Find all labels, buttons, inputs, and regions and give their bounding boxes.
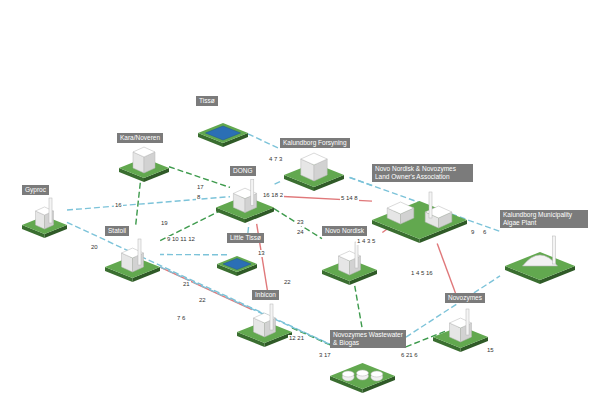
callout-number: 7 6 bbox=[176, 315, 186, 322]
flow-line bbox=[274, 209, 322, 239]
site-label: Little Tissø bbox=[227, 233, 264, 243]
site-island bbox=[330, 350, 395, 394]
flow-line bbox=[67, 222, 330, 344]
flow-line bbox=[274, 182, 280, 185]
flow-line bbox=[355, 286, 363, 330]
site-node: Inbicon bbox=[252, 290, 292, 348]
callout-number: 13 bbox=[257, 250, 266, 257]
site-label: Novozymes bbox=[445, 293, 485, 303]
site-node: Gyproc bbox=[22, 185, 67, 239]
flow-line bbox=[136, 183, 141, 226]
site-label: Novozymes Wastewater & Biogas bbox=[330, 330, 406, 348]
site-island bbox=[433, 305, 488, 353]
callout-number: 17 bbox=[196, 184, 205, 191]
site-node: Novozymes bbox=[445, 293, 488, 353]
flow-line bbox=[160, 267, 330, 345]
site-island bbox=[372, 184, 467, 244]
site-island bbox=[284, 150, 344, 192]
site-label: Kalundborg Forsyning bbox=[280, 138, 350, 148]
callout-number: 16 18 2 bbox=[262, 192, 284, 199]
site-label: DONG bbox=[230, 166, 256, 176]
callout-number: 9 bbox=[470, 229, 475, 236]
flow-line bbox=[160, 254, 227, 256]
site-label: Kalundborg Municipality Algae Plant bbox=[500, 210, 588, 228]
callout-number: 19 bbox=[160, 220, 169, 227]
site-island bbox=[322, 238, 377, 286]
callout-number: 24 bbox=[296, 229, 305, 236]
site-label: Novo Nordisk bbox=[322, 226, 367, 236]
site-label: Gyproc bbox=[22, 185, 49, 195]
callout-number: 3 17 bbox=[318, 352, 332, 359]
site-island bbox=[505, 230, 575, 285]
site-node: Statoil bbox=[105, 226, 160, 283]
site-node: Novo Nordisk & Novozymes Land Owner's As… bbox=[372, 164, 473, 244]
callout-number: 22 bbox=[283, 279, 292, 286]
site-node: Novo Nordisk bbox=[322, 226, 377, 286]
callout-number: 21 bbox=[182, 281, 191, 288]
callout-number: 15 bbox=[486, 347, 495, 354]
site-island bbox=[22, 197, 67, 239]
callout-number: 1 4 3 5 bbox=[356, 238, 376, 245]
site-island bbox=[237, 302, 292, 348]
site-node: Novozymes Wastewater & Biogas bbox=[330, 330, 406, 394]
callout-number: 1 4 5 16 bbox=[410, 270, 434, 277]
flow-line bbox=[437, 244, 455, 293]
callout-number: 23 bbox=[296, 219, 305, 226]
flow-line bbox=[248, 134, 280, 149]
site-label: Kara/Noveren bbox=[117, 133, 163, 143]
site-island bbox=[217, 245, 257, 277]
site-island bbox=[216, 178, 274, 224]
site-label: Statoil bbox=[105, 226, 129, 236]
callout-number: 5 14 8 bbox=[340, 195, 359, 202]
site-label: Tissø bbox=[196, 96, 218, 106]
flow-line bbox=[247, 224, 249, 233]
site-node: Kalundborg Municipality Algae Plant bbox=[500, 210, 588, 285]
callout-number: 6 21 6 bbox=[400, 352, 419, 359]
flow-line bbox=[67, 197, 230, 210]
site-node: Kalundborg Forsyning bbox=[280, 138, 350, 192]
callout-number: 16 bbox=[114, 202, 123, 209]
site-label: Novo Nordisk & Novozymes Land Owner's As… bbox=[372, 164, 473, 182]
site-island bbox=[198, 108, 248, 148]
callout-number: 22 bbox=[198, 297, 207, 304]
callout-number: 12 21 bbox=[288, 335, 305, 342]
site-node: Kara/Noveren bbox=[117, 133, 169, 183]
callout-number: 20 bbox=[90, 244, 99, 251]
callout-number: 8 bbox=[196, 194, 201, 201]
callout-number: 4 7 3 bbox=[268, 156, 283, 163]
site-island bbox=[105, 238, 160, 283]
callout-number: 6 bbox=[482, 229, 487, 236]
site-island bbox=[119, 145, 169, 183]
site-label: Inbicon bbox=[252, 290, 279, 300]
callout-number: 9 10 11 12 bbox=[166, 236, 196, 243]
site-node: Tissø bbox=[196, 96, 248, 148]
